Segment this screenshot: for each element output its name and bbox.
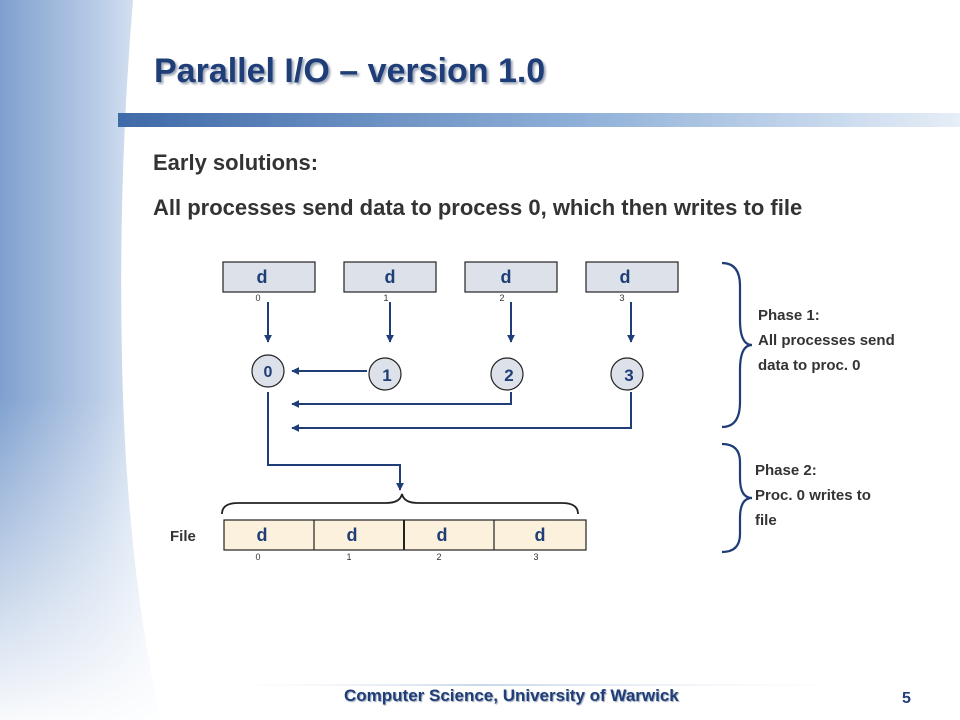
description-line: All processes send data to process 0, wh… (153, 195, 803, 220)
phase2-title: Phase 2: (755, 462, 817, 479)
process-1-label: 1 (382, 366, 391, 385)
process-0-label: 0 (264, 364, 273, 381)
phase2-line2: file (755, 512, 777, 529)
phase2-description: Phase 2: Proc. 0 writes to file (755, 458, 871, 533)
process-3: 3 (610, 357, 644, 391)
page-number: 5 (902, 690, 911, 707)
slide-title: Parallel I/O – version 1.0 (154, 52, 546, 90)
arrow-proc3-to-proc0 (291, 392, 632, 432)
file-block-1-label: d (347, 525, 358, 545)
data-block-2: d 2 (464, 261, 558, 303)
process-2: 2 (490, 357, 524, 391)
file-block-3-label: d (535, 525, 546, 545)
phase1-line1: All processes send (758, 332, 895, 349)
file-blocks: d 0 d 1 d 2 d 3 (223, 519, 587, 562)
file-block-2-label: d (437, 525, 448, 545)
process-2-label: 2 (504, 366, 513, 385)
data-block-2-subscript: 2 (499, 293, 504, 303)
phase1-description: Phase 1: All processes send data to proc… (758, 303, 895, 378)
data-block-0: d 0 (222, 261, 316, 303)
phase1-brace (721, 261, 753, 429)
data-block-3: d 3 (585, 261, 679, 303)
data-block-2-label: d (501, 267, 512, 287)
data-block-1-label: d (385, 267, 396, 287)
file-label: File (170, 528, 196, 545)
data-block-0-subscript: 0 (255, 293, 260, 303)
data-block-0-label: d (257, 267, 268, 287)
process-1: 1 (368, 357, 402, 391)
file-block-1-subscript: 1 (346, 552, 351, 562)
file-brace (221, 493, 579, 515)
data-block-3-subscript: 3 (619, 293, 624, 303)
file-block-2-subscript: 2 (436, 552, 441, 562)
phase1-title: Phase 1: (758, 307, 820, 324)
arrow-proc0-to-file (267, 392, 404, 491)
phase2-brace (721, 442, 753, 554)
data-block-1: d 1 (343, 261, 437, 303)
file-block-0-subscript: 0 (255, 552, 260, 562)
footer-text: Computer Science, University of Warwick (344, 686, 679, 705)
process-3-label: 3 (624, 366, 633, 385)
phase2-line1: Proc. 0 writes to (755, 487, 871, 504)
arrow-proc2-to-proc0 (291, 392, 512, 408)
file-block-0-label: d (257, 525, 268, 545)
data-block-1-subscript: 1 (383, 293, 388, 303)
phase1-line2: data to proc. 0 (758, 357, 861, 374)
file-block-3-subscript: 3 (533, 552, 538, 562)
data-block-3-label: d (620, 267, 631, 287)
intro-line: Early solutions: (153, 150, 319, 175)
process-0: 0 (251, 354, 285, 388)
